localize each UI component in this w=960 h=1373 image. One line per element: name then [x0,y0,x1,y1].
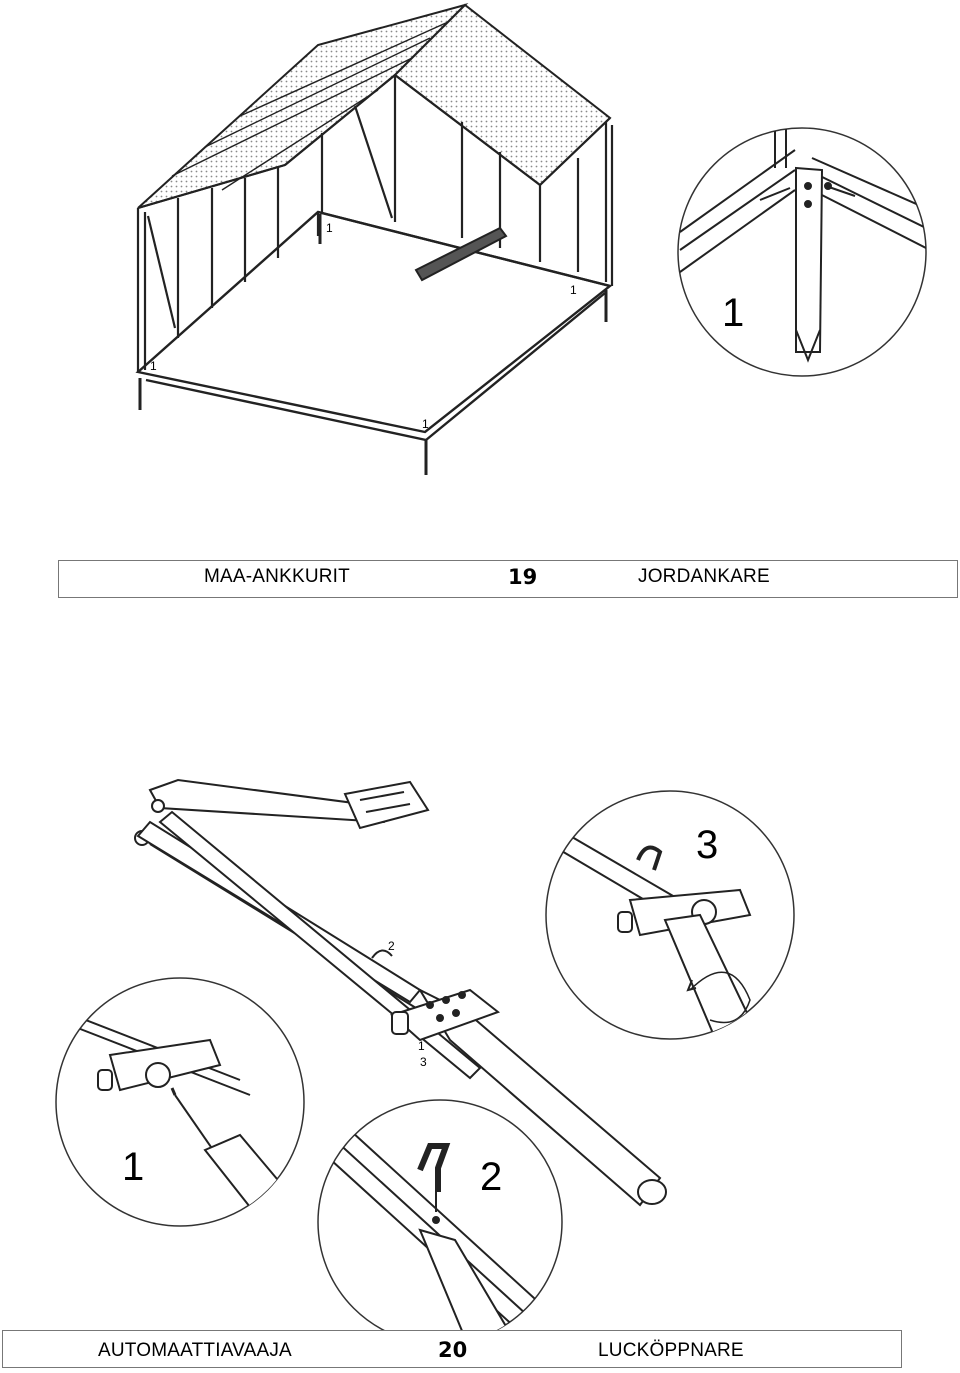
callout-label: 1 [418,1039,425,1053]
callout-label: 1 [570,283,577,297]
caption-right-swedish: JORDANKARE [638,566,770,587]
ground-anchors [138,214,608,475]
callout-label: 3 [420,1055,427,1069]
caption-right-swedish: LUCKÖPPNARE [598,1340,744,1361]
callout-label: 2 [388,939,395,953]
greenhouse-walls [136,117,614,372]
anchor-callouts: 1 1 1 1 [150,221,577,431]
callout-label: 1 [422,417,429,431]
roof-vent [414,226,508,282]
section-20-caption-bar [2,1330,902,1368]
greenhouse-ground-anchor-illustration: 1 1 1 1 1 [135,3,927,475]
callout-label: 1 [326,221,333,235]
opener-detail-1: 1 [55,977,305,1227]
opener-assembly [134,778,667,1207]
greenhouse-roof [137,3,612,209]
section-19-caption-bar [58,560,958,598]
section-number: 20 [438,1338,468,1362]
opener-callouts: 2 1 3 [388,939,427,1069]
caption-left-finnish: AUTOMAATTIAVAAJA [98,1340,292,1361]
detail-callout: 3 [696,823,718,867]
opener-detail-2: 2 [317,1099,563,1345]
caption-left-finnish: MAA-ANKKURIT [204,566,350,587]
anchor-detail-circle: 1 [677,127,927,377]
opener-detail-3: 3 [545,790,795,1040]
detail-callout: 1 [122,1145,144,1189]
section-number: 19 [508,565,538,589]
callout-label: 1 [150,359,157,373]
detail-callout: 1 [722,291,744,335]
detail-callout: 2 [480,1155,502,1199]
